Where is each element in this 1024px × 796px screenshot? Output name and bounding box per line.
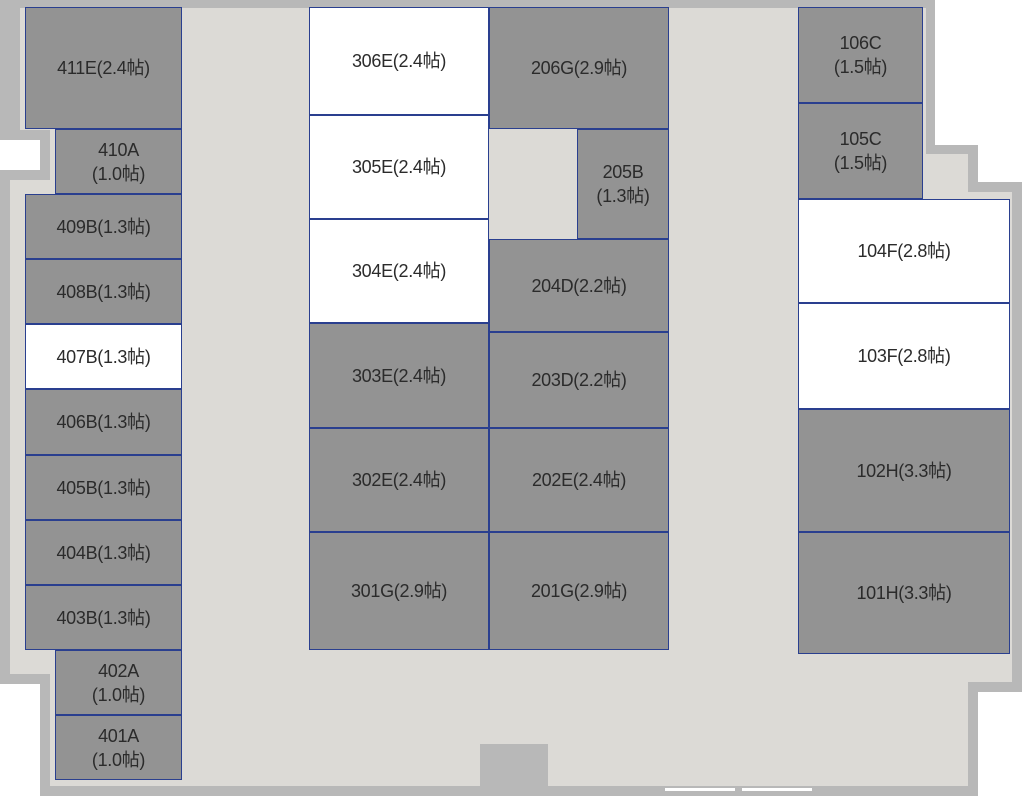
unit-label: 301G(2.9帖) [350,581,448,601]
unit-409B[interactable]: 409B(1.3帖) [25,194,182,259]
unit-102H[interactable]: 102H(3.3帖) [798,409,1010,532]
unit-105C[interactable]: 105C (1.5帖) [798,103,923,199]
unit-303E[interactable]: 303E(2.4帖) [309,323,489,428]
unit-label: 105C (1.5帖) [833,129,888,173]
unit-label: 410A (1.0帖) [91,139,146,184]
unit-label: 406B(1.3帖) [56,412,151,432]
unit-label: 204D(2.2帖) [531,275,627,296]
unit-label: 305E(2.4帖) [351,157,447,177]
unit-205B[interactable]: 205B (1.3帖) [577,129,669,239]
unit-104F[interactable]: 104F(2.8帖) [798,199,1010,303]
unit-406B[interactable]: 406B(1.3帖) [25,389,182,455]
door-marker [665,788,735,791]
unit-405B[interactable]: 405B(1.3帖) [25,455,182,520]
unit-410A[interactable]: 410A (1.0帖) [55,129,182,194]
unit-106C[interactable]: 106C (1.5帖) [798,7,923,103]
unit-label: 409B(1.3帖) [56,216,151,237]
unit-306E[interactable]: 306E(2.4帖) [309,7,489,115]
unit-label: 306E(2.4帖) [351,51,447,71]
unit-401A[interactable]: 401A (1.0帖) [55,715,182,780]
unit-label: 411E(2.4帖) [57,58,150,78]
unit-label: 104F(2.8帖) [857,241,951,261]
unit-204D[interactable]: 204D(2.2帖) [489,239,669,332]
unit-label: 103F(2.8帖) [857,346,951,366]
unit-label: 203D(2.2帖) [531,370,627,390]
unit-label: 408B(1.3帖) [56,281,151,302]
unit-label: 106C (1.5帖) [833,33,888,77]
unit-101H[interactable]: 101H(3.3帖) [798,532,1010,654]
unit-408B[interactable]: 408B(1.3帖) [25,259,182,324]
unit-label: 302E(2.4帖) [351,470,447,490]
unit-202E[interactable]: 202E(2.4帖) [489,428,669,532]
unit-label: 101H(3.3帖) [856,583,952,603]
unit-label: 402A (1.0帖) [91,660,146,705]
unit-label: 403B(1.3帖) [56,607,151,628]
unit-411E[interactable]: 411E(2.4帖) [25,7,182,129]
unit-label: 202E(2.4帖) [531,470,627,490]
unit-label: 407B(1.3帖) [56,346,151,367]
unit-label: 205B (1.3帖) [596,162,650,206]
unit-label: 102H(3.3帖) [856,460,952,481]
unit-label: 404B(1.3帖) [56,542,151,563]
unit-103F[interactable]: 103F(2.8帖) [798,303,1010,409]
unit-302E[interactable]: 302E(2.4帖) [309,428,489,532]
unit-404B[interactable]: 404B(1.3帖) [25,520,182,585]
unit-203D[interactable]: 203D(2.2帖) [489,332,669,428]
unit-label: 201G(2.9帖) [530,581,628,601]
unit-label: 401A (1.0帖) [91,725,146,770]
unit-206G[interactable]: 206G(2.9帖) [489,7,669,129]
door-marker [742,788,812,791]
unit-201G[interactable]: 201G(2.9帖) [489,532,669,650]
unit-label: 304E(2.4帖) [351,261,447,281]
unit-label: 405B(1.3帖) [56,477,151,498]
unit-label: 206G(2.9帖) [530,58,628,78]
unit-305E[interactable]: 305E(2.4帖) [309,115,489,219]
unit-407B[interactable]: 407B(1.3帖) [25,324,182,389]
unit-301G[interactable]: 301G(2.9帖) [309,532,489,650]
unit-403B[interactable]: 403B(1.3帖) [25,585,182,650]
unit-label: 303E(2.4帖) [351,365,447,386]
unit-304E[interactable]: 304E(2.4帖) [309,219,489,323]
unit-402A[interactable]: 402A (1.0帖) [55,650,182,715]
